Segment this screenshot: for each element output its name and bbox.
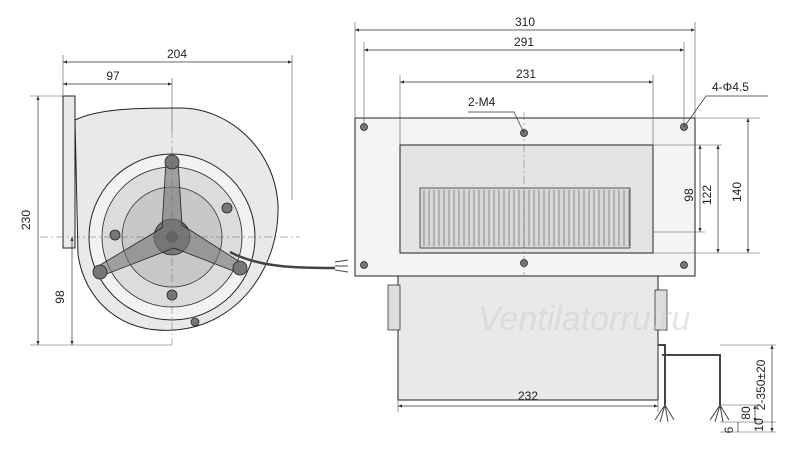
side-hole-br bbox=[680, 261, 688, 269]
wire-6-label: 6 bbox=[722, 426, 736, 433]
dim-310-label: 310 bbox=[515, 15, 535, 29]
dim-230-label: 230 bbox=[19, 210, 33, 230]
side-motor-body bbox=[397, 275, 659, 401]
front-view: 204 97 230 98 bbox=[19, 47, 349, 346]
side-impeller bbox=[419, 187, 631, 249]
front-screw-3 bbox=[190, 317, 200, 327]
front-wires bbox=[229, 250, 336, 270]
dim-291-label: 291 bbox=[514, 35, 534, 49]
dim-122-label: 122 bbox=[700, 185, 714, 205]
front-mounting-plate bbox=[62, 95, 76, 249]
holes-callout: 4-Φ4.5 bbox=[712, 80, 749, 94]
front-bolt-right bbox=[232, 260, 248, 276]
front-screw-2 bbox=[221, 202, 233, 214]
dim-97-label: 97 bbox=[106, 69, 120, 83]
wire-10-label: 10 bbox=[752, 418, 766, 432]
wire-80-label: 80 bbox=[739, 406, 753, 420]
thread-callout: 2-M4 bbox=[468, 95, 496, 109]
dim-98-side-label: 98 bbox=[682, 188, 696, 202]
front-bracket bbox=[99, 159, 241, 276]
side-wires bbox=[654, 344, 730, 423]
dim-231-label: 231 bbox=[516, 67, 536, 81]
front-bolt-left bbox=[92, 264, 108, 280]
watermark: Ventilatorru.ru bbox=[478, 300, 690, 338]
dim-232-label: 232 bbox=[518, 389, 538, 403]
dim-204-label: 204 bbox=[167, 47, 187, 61]
front-screw-1 bbox=[109, 229, 121, 241]
dim-140-label: 140 bbox=[730, 182, 744, 202]
wire-length-label: 2-350±20 bbox=[754, 359, 768, 410]
side-view: 310 291 231 2-M4 4-Φ4.5 98 122 140 232 bbox=[354, 15, 776, 433]
dim-98-front-label: 98 bbox=[53, 290, 67, 304]
side-hole-bl bbox=[360, 261, 368, 269]
